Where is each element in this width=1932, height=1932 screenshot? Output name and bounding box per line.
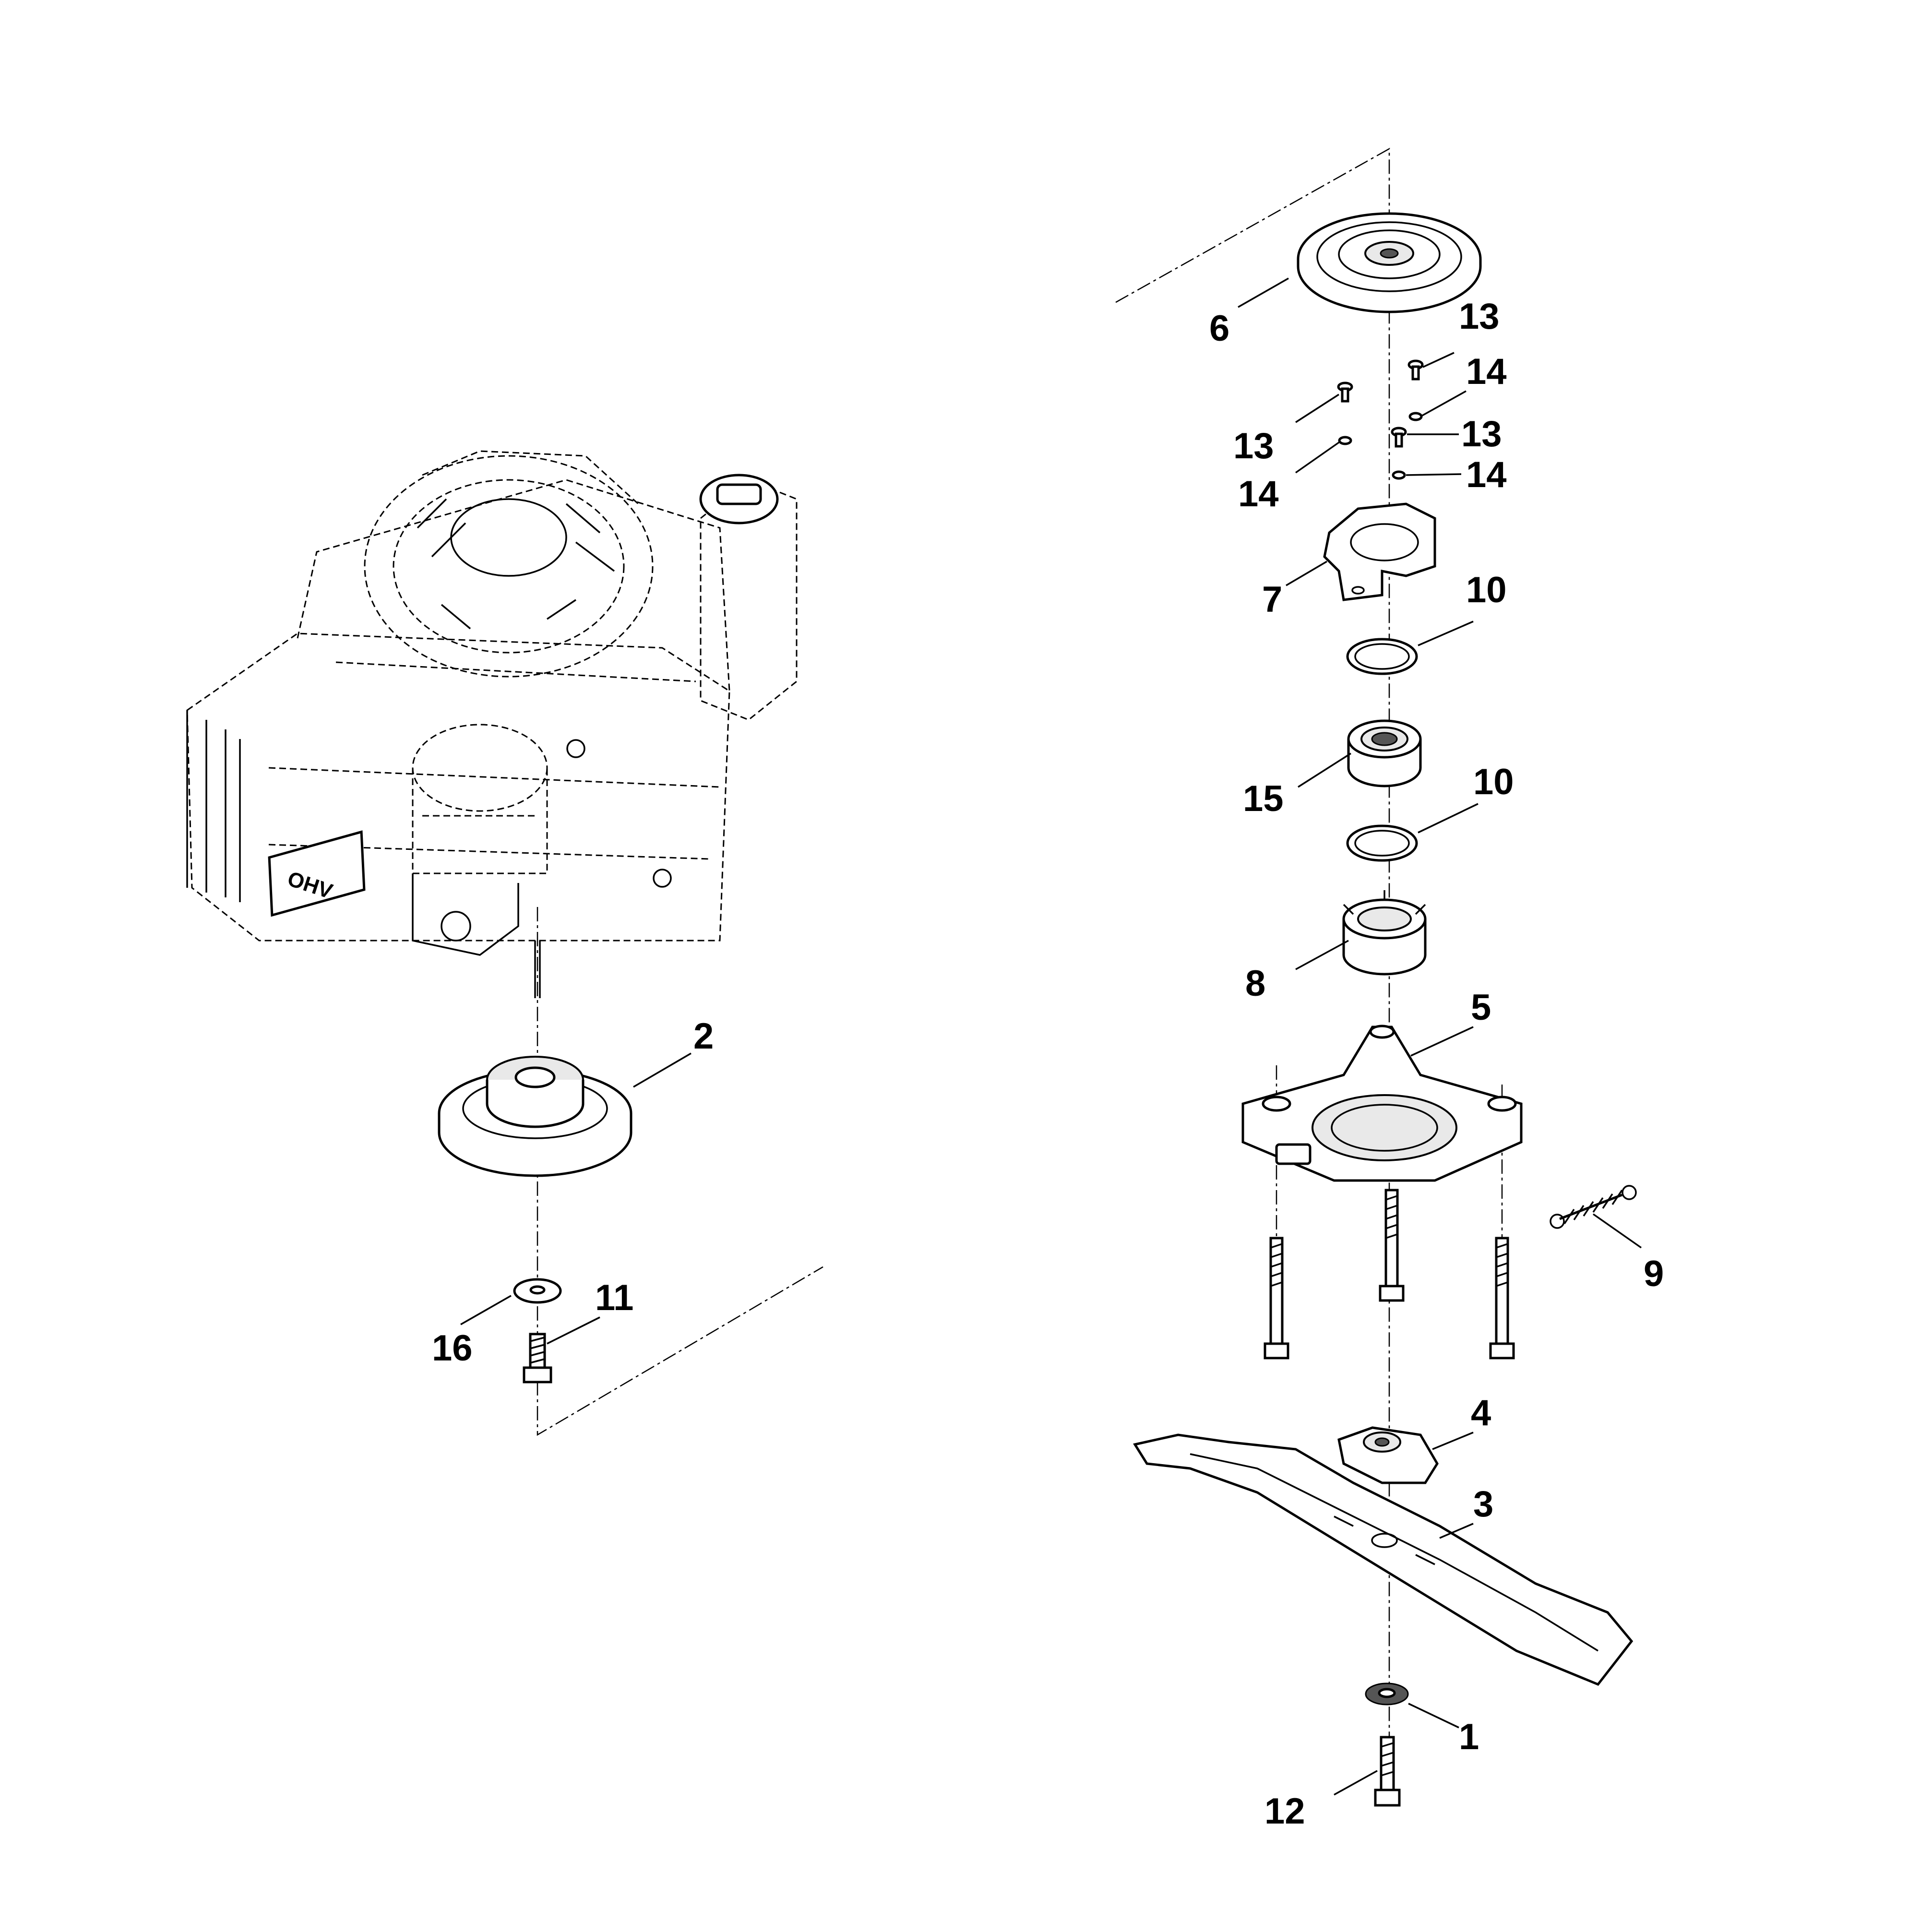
carrier-bolt-center bbox=[1379, 1189, 1405, 1302]
callout-4: 4 bbox=[1471, 1393, 1491, 1433]
callout-13c: 13 bbox=[1461, 414, 1502, 454]
callout-14c: 14 bbox=[1466, 454, 1507, 495]
part-15-bearing bbox=[1347, 719, 1422, 787]
part-7-bracket bbox=[1323, 502, 1436, 601]
part-6-pulley-disc bbox=[1297, 212, 1482, 313]
part-10-seal-lower bbox=[1346, 824, 1418, 862]
part-5-blade-carrier bbox=[1241, 1025, 1523, 1182]
callout-16: 16 bbox=[432, 1328, 473, 1369]
carrier-bolt-left bbox=[1264, 1237, 1289, 1360]
callout-3: 3 bbox=[1473, 1484, 1493, 1525]
callout-8: 8 bbox=[1245, 963, 1265, 1004]
callout-10a: 10 bbox=[1466, 570, 1507, 610]
part-9-spring bbox=[1550, 1185, 1637, 1229]
part-14-washer-a bbox=[1338, 436, 1352, 445]
callout-12: 12 bbox=[1264, 1791, 1305, 1832]
part-16-washer bbox=[513, 1278, 562, 1304]
callout-11: 11 bbox=[595, 1277, 633, 1318]
callout-7: 7 bbox=[1262, 579, 1282, 620]
callout-labels: 6 13 14 13 13 14 14 7 10 15 10 8 5 9 4 3… bbox=[432, 296, 1664, 1832]
part-13-screw-a bbox=[1337, 382, 1353, 403]
callout-14b: 14 bbox=[1238, 474, 1279, 514]
part-14-washer-c bbox=[1392, 470, 1406, 480]
part-4-blade-adapter bbox=[1337, 1426, 1439, 1484]
part-12-blade-bolt bbox=[1374, 1736, 1401, 1807]
part-8-clutch-sleeve bbox=[1342, 890, 1427, 976]
part-1-toothed-washer bbox=[1365, 1682, 1409, 1705]
part-14-washer-b bbox=[1408, 412, 1423, 421]
part-10-seal-upper bbox=[1346, 638, 1418, 675]
callout-1: 1 bbox=[1459, 1717, 1479, 1757]
callout-13b: 13 bbox=[1233, 426, 1274, 466]
part-11-bolt bbox=[523, 1333, 552, 1383]
engine-assembly: OHV bbox=[186, 450, 798, 998]
part-13-screw-c bbox=[1391, 427, 1407, 448]
leader-lines bbox=[460, 277, 1642, 1796]
part-2-pulley-hub bbox=[438, 1056, 632, 1177]
callout-13a: 13 bbox=[1459, 296, 1500, 337]
callout-15: 15 bbox=[1243, 778, 1284, 819]
part-3-mower-blade bbox=[1133, 1433, 1634, 1686]
callout-5: 5 bbox=[1471, 987, 1491, 1028]
part-13-screw-b bbox=[1407, 359, 1424, 381]
callout-9: 9 bbox=[1644, 1253, 1664, 1294]
carrier-bolt-right bbox=[1489, 1237, 1515, 1360]
callout-14a: 14 bbox=[1466, 351, 1507, 392]
callout-10b: 10 bbox=[1473, 762, 1514, 802]
callout-2: 2 bbox=[693, 1016, 714, 1057]
callout-6: 6 bbox=[1209, 308, 1229, 349]
